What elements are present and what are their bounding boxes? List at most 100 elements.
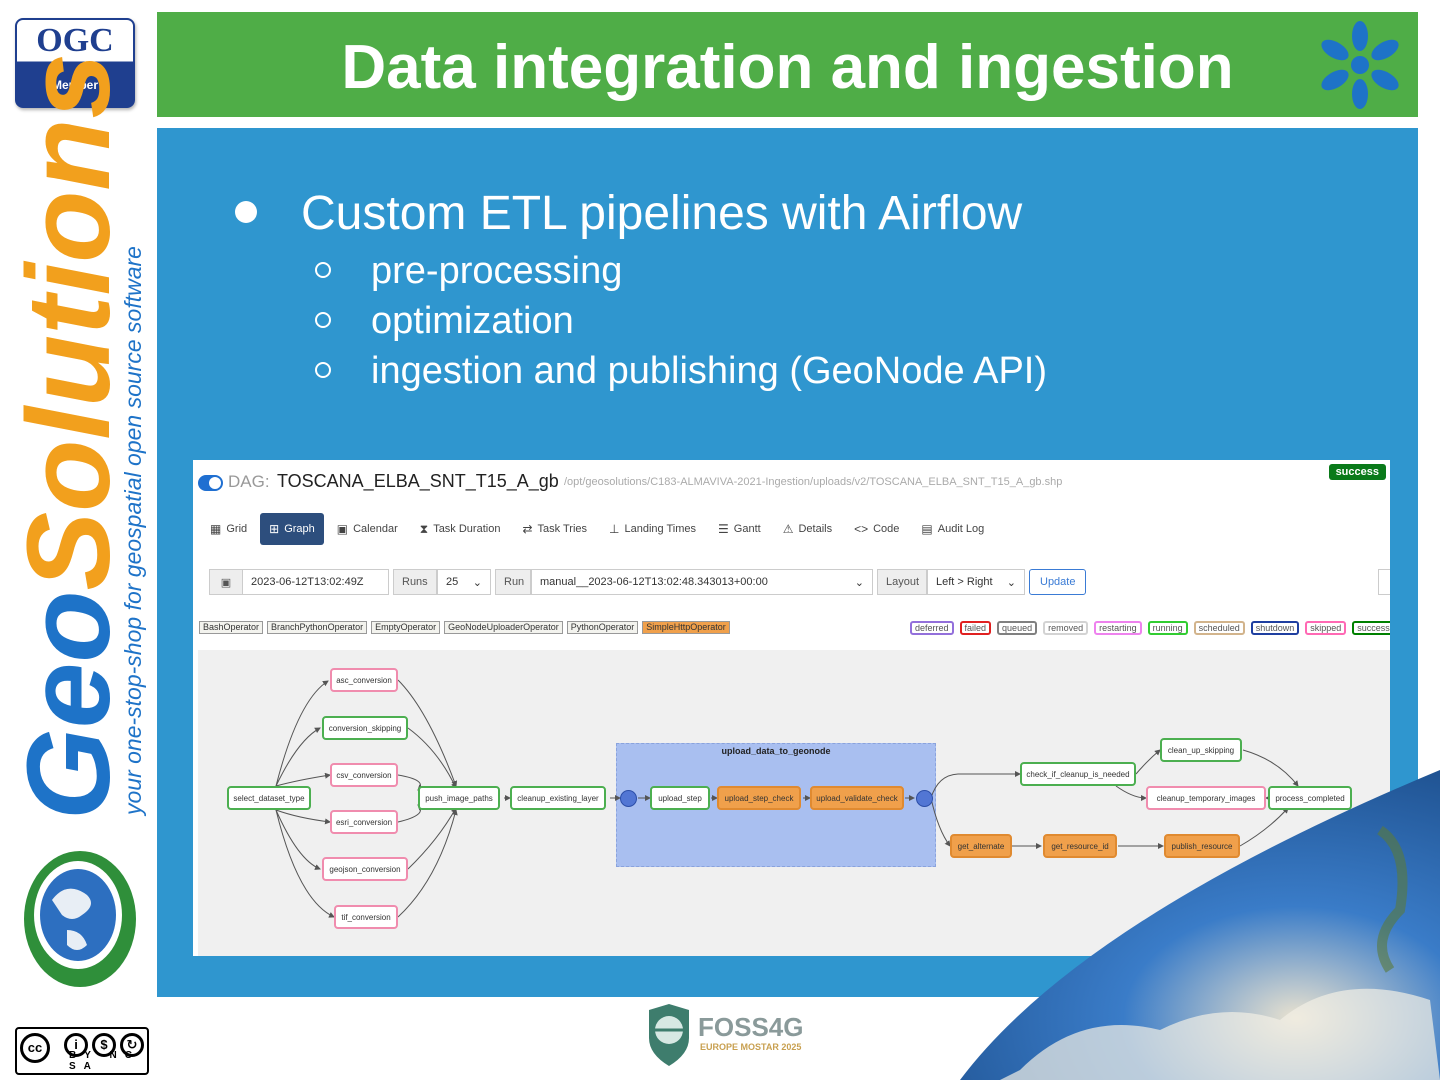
task-node[interactable]: conversion_skipping [322,716,408,740]
chevron-down-icon: ⌄ [854,576,864,589]
tab-calendar[interactable]: ▣Calendar [328,513,407,545]
bullet-main-text: Custom ETL pipelines with Airflow [301,187,1023,240]
chevron-down-icon: ⌄ [472,576,482,589]
state-tag[interactable]: success [1352,621,1390,635]
tab-task-tries[interactable]: ⇄Task Tries [513,513,596,545]
group-entry-joint [620,790,637,807]
state-tag[interactable]: queued [997,621,1038,635]
task-node[interactable]: process_completed [1268,786,1352,810]
runs-value: 25 [446,576,459,588]
title-bar: Data integration and ingestion [157,12,1418,117]
task-node[interactable]: esri_conversion [330,810,398,834]
graph-edges [275,679,1299,918]
subbullet: optimization [315,300,574,343]
ogc-logo-sub: Member [51,78,98,92]
tab-label: Graph [284,523,315,535]
tab-label: Landing Times [624,523,697,535]
task-node[interactable]: get_resource_id [1043,834,1117,858]
state-tag[interactable]: skipped [1305,621,1347,635]
calendar-picker-button[interactable]: ▣ [209,569,243,595]
run-value: manual__2023-06-12T13:02:48.343013+00:00 [540,576,768,588]
task-node[interactable]: get_alternate [950,834,1012,858]
task-group-label: upload_data_to_geonode [721,746,831,756]
task-node[interactable]: check_if_cleanup_is_needed [1020,762,1136,786]
state-tag[interactable]: failed [959,621,992,635]
state-tag[interactable]: running [1147,621,1188,635]
task-node[interactable]: tif_conversion [334,905,398,929]
run-label: Run [495,569,531,595]
landing-icon: ⊥ [609,522,620,536]
operator-tag: GeoNodeUploaderOperator [444,621,563,634]
group-exit-joint [916,790,933,807]
state-tag[interactable]: shutdown [1250,621,1300,635]
code-icon: <> [854,522,869,536]
task-node[interactable]: cleanup_temporary_images [1146,786,1266,810]
tab-gantt[interactable]: ☰Gantt [709,513,770,545]
dag-path: /opt/geosolutions/C183-ALMAVIVA-2021-Ing… [564,476,1063,488]
tab-label: Task Tries [537,523,588,535]
task-node[interactable]: csv_conversion [330,763,398,787]
calendar-icon: ▣ [336,522,349,536]
task-node[interactable]: geojson_conversion [322,857,408,881]
subbullet: ingestion and publishing (GeoNode API) [315,350,1047,393]
task-node[interactable]: publish_resource [1164,834,1240,858]
operator-tag: BranchPythonOperator [267,621,368,634]
tab-label: Grid [226,523,248,535]
task-node[interactable]: cleanup_existing_layer [510,786,606,810]
tab-code[interactable]: <>Code [845,513,908,545]
search-input[interactable] [1378,569,1390,595]
foss4g-name: FOSS4G [698,1012,804,1042]
circle-bullet-icon [315,261,331,278]
view-tabs: ▦ Grid ⊞Graph ▣Calendar ⧗Task Duration ⇄T… [201,513,993,545]
task-node[interactable]: asc_conversion [330,668,398,692]
noncommercial-icon: $ [92,1033,116,1057]
task-node[interactable]: upload_step [650,786,710,810]
brand-tagline: your one-stop-shop for geospatial open s… [120,246,146,815]
runs-select[interactable]: 25 ⌄ [437,569,491,595]
layout-label: Layout [877,569,927,595]
hourglass-icon: ⧗ [419,521,429,536]
subbullet-text: ingestion and publishing (GeoNode API) [371,350,1048,392]
tab-details[interactable]: ⚠Details [774,513,841,545]
dag-pause-toggle[interactable] [198,475,223,491]
runs-label: Runs [393,569,437,595]
operator-legend: BashOperator BranchPythonOperator EmptyO… [199,621,730,634]
tab-task-duration[interactable]: ⧗Task Duration [411,513,510,545]
sharealike-icon: ↻ [120,1033,144,1057]
task-node[interactable]: push_image_paths [418,786,500,810]
cc-icon: cc [20,1033,50,1063]
bullet-dot-icon [235,201,257,224]
tab-graph[interactable]: ⊞Graph [260,513,324,545]
subbullet-text: pre-processing [371,250,623,292]
tab-grid[interactable]: ▦ Grid [201,513,256,545]
state-tag[interactable]: deferred [910,621,954,635]
brand-geo: Geo [3,590,135,821]
tab-label: Details [798,523,833,535]
foss4g-sub: EUROPE MOSTAR 2025 [700,1042,802,1052]
layout-select[interactable]: Left > Right⌄ [927,569,1025,595]
cc-license-badge: cc i $ ↻ BY NC SA [15,1027,149,1075]
tab-audit-log[interactable]: ▤Audit Log [912,513,993,545]
task-node[interactable]: select_dataset_type [227,786,311,810]
calendar-icon: ▣ [220,576,232,589]
run-select[interactable]: manual__2023-06-12T13:02:48.343013+00:00… [531,569,873,595]
grid-icon: ▦ [210,522,222,536]
slide-title: Data integration and ingestion [341,33,1234,102]
state-tag[interactable]: scheduled [1193,621,1245,635]
layout-value: Left > Right [936,576,993,588]
ogc-logo-text: OGC [36,22,114,59]
task-node[interactable]: upload_validate_check [810,786,904,810]
task-node[interactable]: clean_up_skipping [1160,738,1242,762]
base-date-input[interactable]: 2023-06-12T13:02:49Z [242,569,389,595]
task-node[interactable]: upload_step_check [717,786,801,810]
state-tag[interactable]: restarting [1094,621,1142,635]
operator-tag: SimpleHttpOperator [642,621,730,634]
tab-landing-times[interactable]: ⊥ Landing Times [600,513,705,545]
dag-label: DAG: [228,472,270,491]
state-tag[interactable]: removed [1043,621,1089,635]
attribution-icon: i [64,1033,88,1057]
circle-bullet-icon [315,311,331,328]
update-button[interactable]: Update [1029,569,1087,595]
dag-graph[interactable]: upload_data_to_geonode [198,650,1390,956]
